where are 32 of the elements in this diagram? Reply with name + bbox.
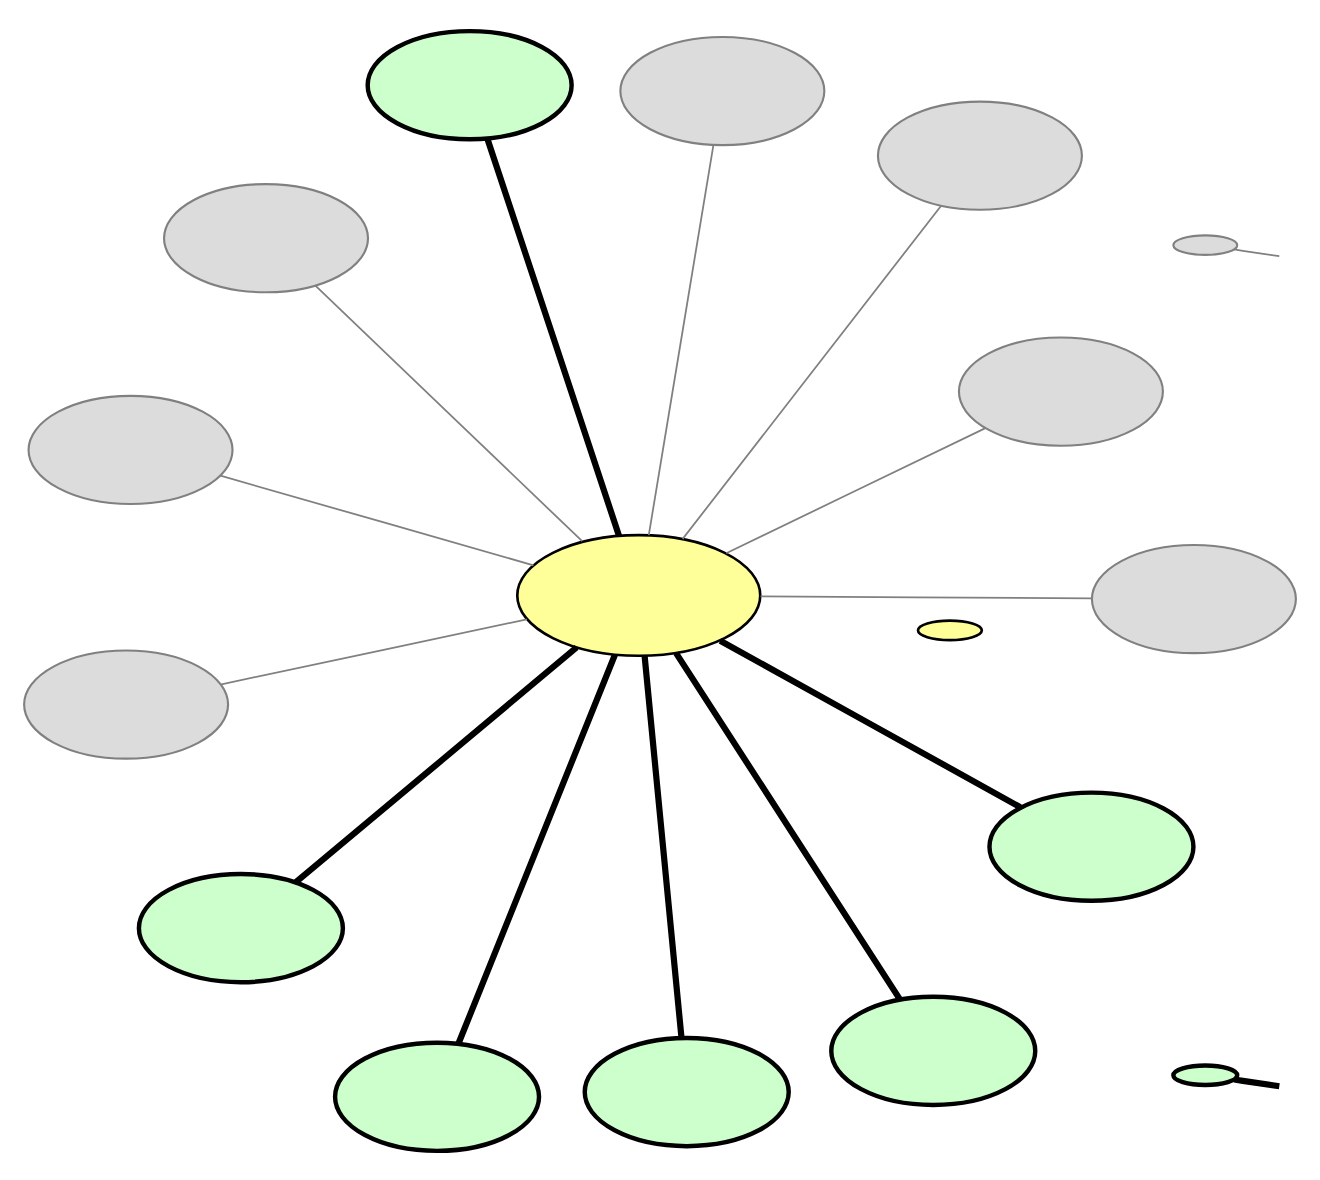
node-ellipse xyxy=(916,618,984,641)
node-ellipse xyxy=(1090,542,1297,654)
connector xyxy=(641,654,685,1037)
connector xyxy=(484,136,622,536)
connector xyxy=(220,617,528,685)
connector xyxy=(293,644,579,884)
connector xyxy=(1233,247,1281,257)
node-ellipse xyxy=(957,335,1164,446)
node-ellipse xyxy=(829,993,1038,1107)
node-ellipse xyxy=(876,99,1083,210)
node-ellipse xyxy=(27,393,234,505)
connector xyxy=(673,650,903,1000)
connector xyxy=(725,426,986,554)
connector xyxy=(314,283,584,542)
node-ellipse xyxy=(582,1034,791,1148)
connector xyxy=(647,143,715,535)
node-ellipse xyxy=(619,34,826,146)
connector xyxy=(681,204,942,539)
connector xyxy=(1233,1075,1280,1089)
node-ellipse xyxy=(23,648,230,759)
node-ellipse xyxy=(1172,233,1239,255)
node-ellipse xyxy=(1171,1062,1240,1087)
connector xyxy=(759,594,1093,599)
connector xyxy=(219,473,535,566)
connector xyxy=(455,652,618,1044)
node-ellipse xyxy=(163,182,370,293)
node-ellipse xyxy=(365,27,574,141)
node-ellipse xyxy=(987,789,1196,902)
node-ellipse xyxy=(136,870,346,984)
node-ellipse xyxy=(332,1039,542,1153)
node-ellipse xyxy=(515,532,762,657)
connector xyxy=(718,636,1022,809)
